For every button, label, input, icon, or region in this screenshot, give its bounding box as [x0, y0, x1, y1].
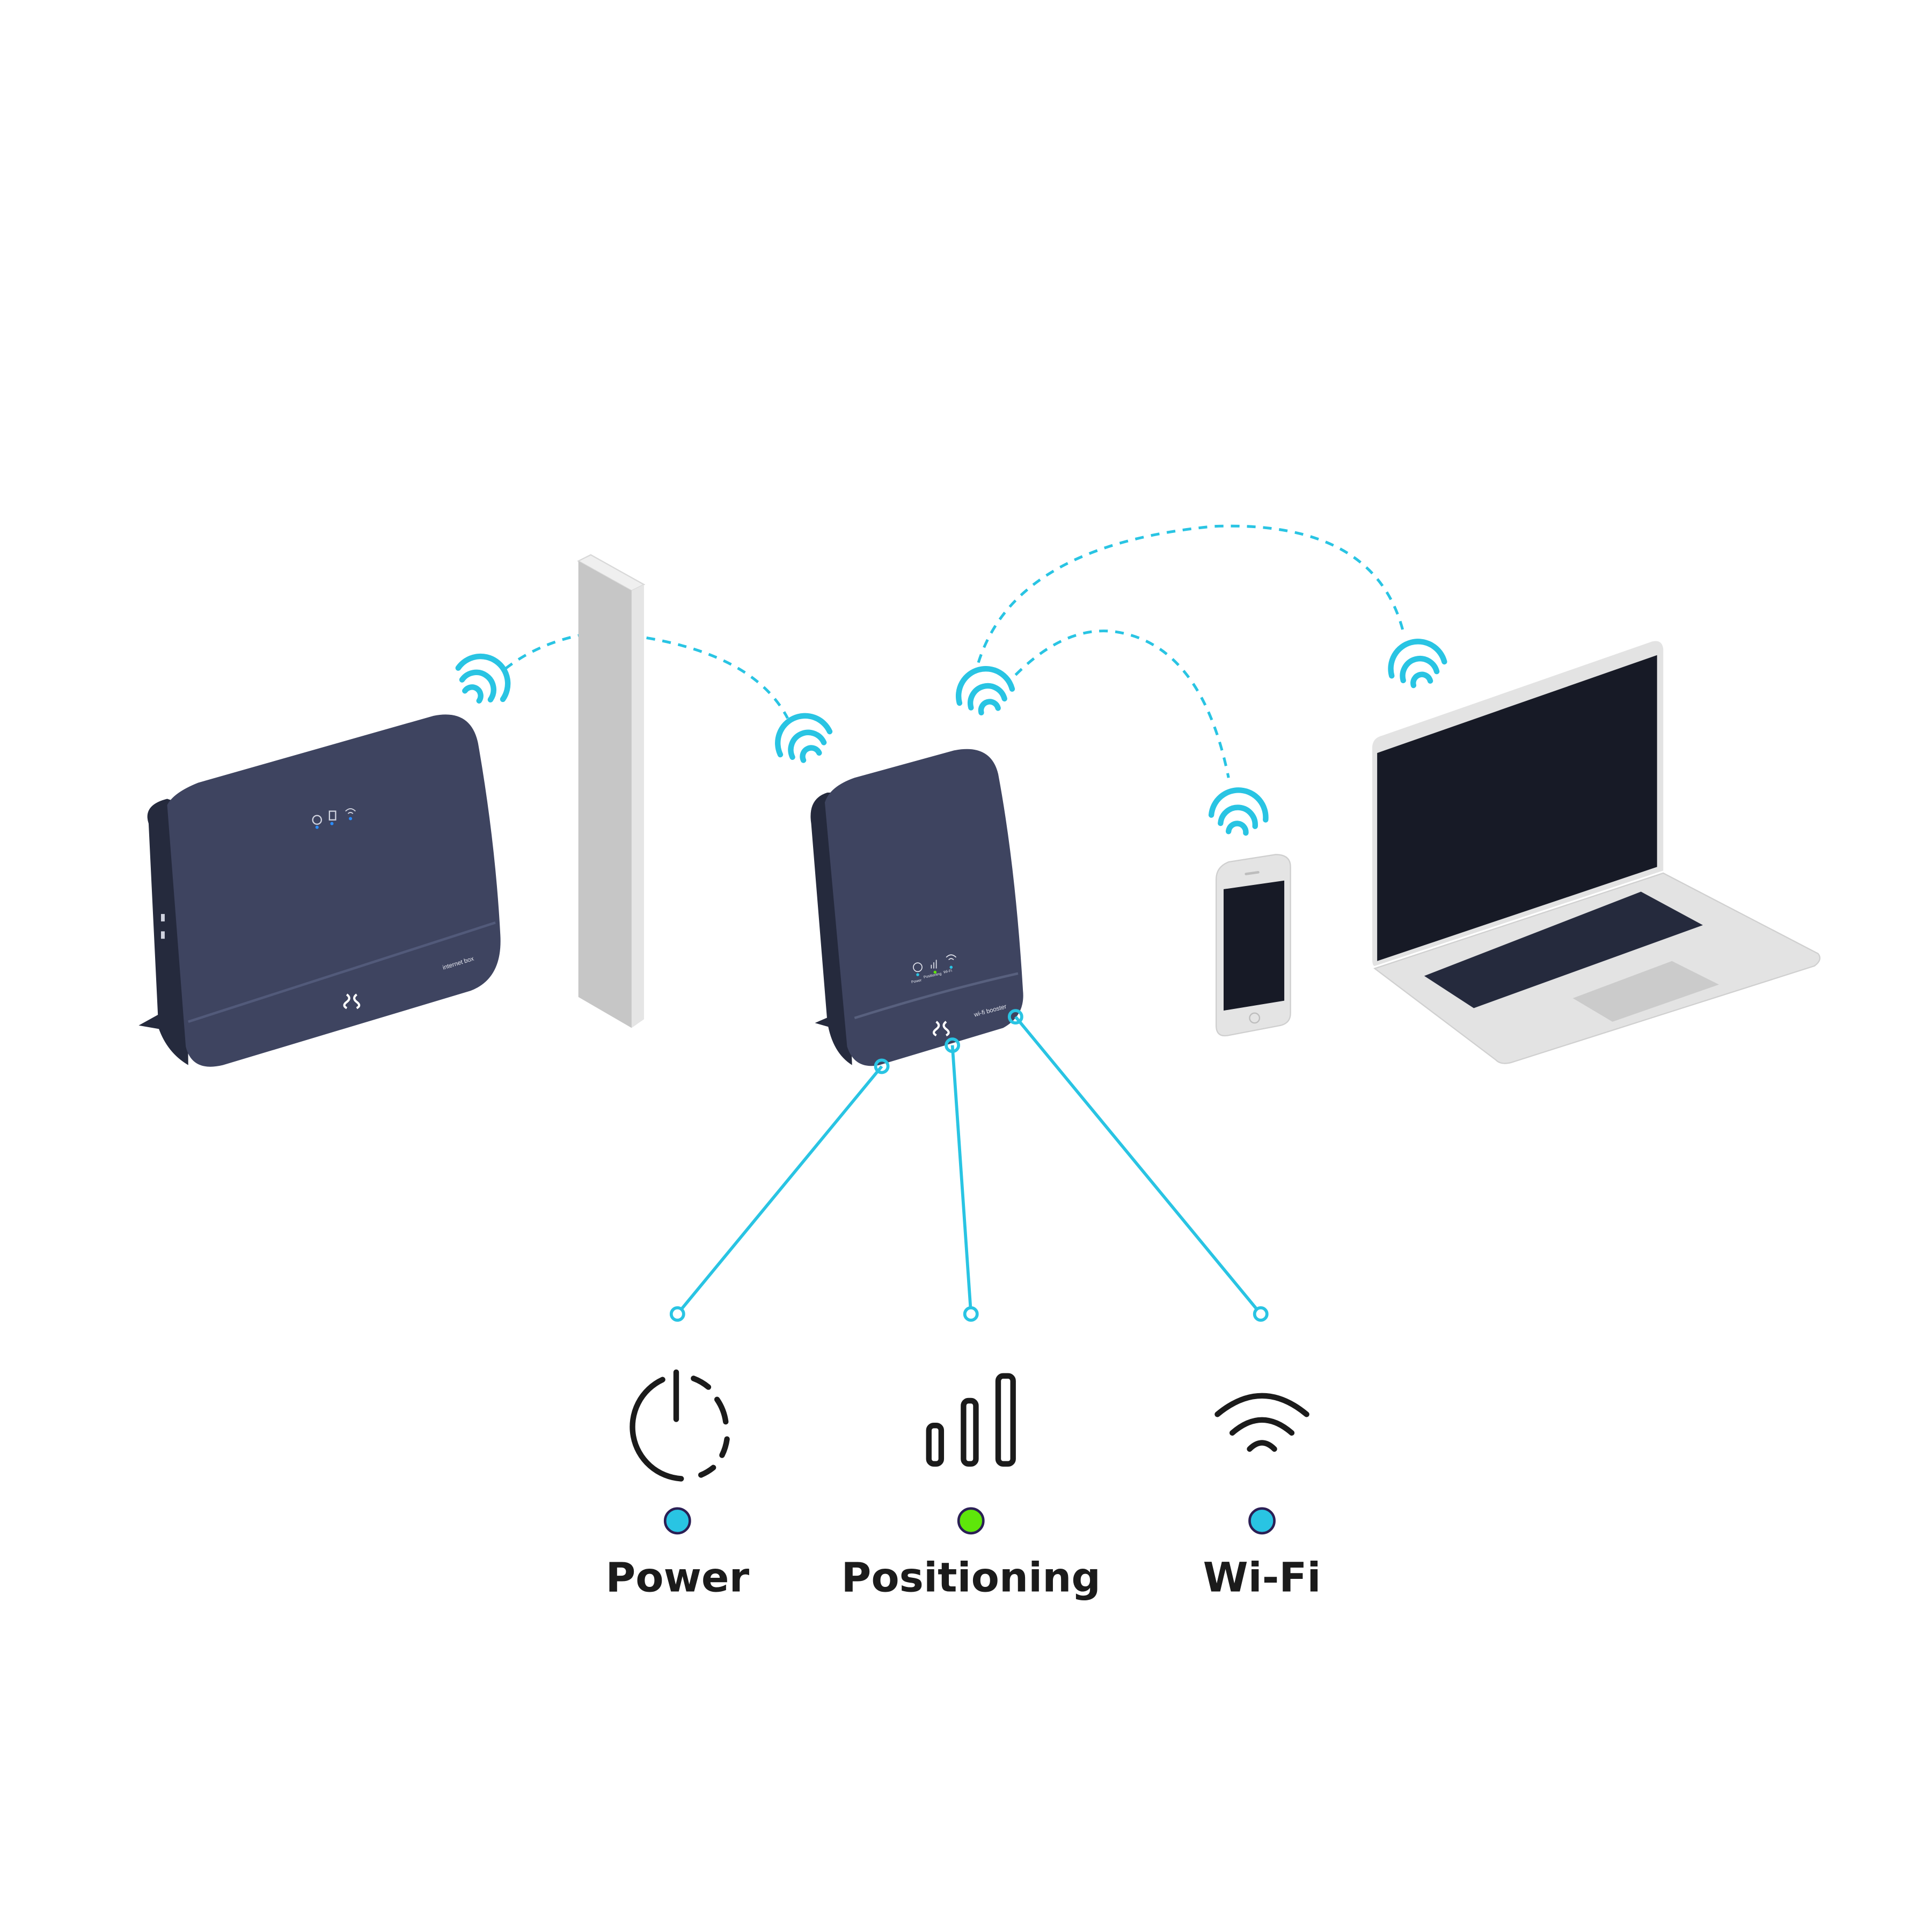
- wifi-wave-icon: [775, 713, 833, 763]
- callout-line-positioning: [950, 1045, 973, 1314]
- internet-box-seam: [188, 921, 496, 1023]
- internet-led: [315, 825, 319, 829]
- callout-end-wifi: [1253, 1306, 1269, 1322]
- legend-item-wifi: Wi-Fi: [1203, 1393, 1321, 1601]
- wifi-wave-icon: [1208, 787, 1269, 836]
- internet-box-front: [167, 714, 501, 1067]
- internet-box-ports: [161, 914, 165, 939]
- power-icon: [630, 1369, 730, 1482]
- laptop-touchpad: [1572, 961, 1719, 1022]
- status-dot-power: [663, 1507, 691, 1535]
- legend-label-power: Power: [605, 1553, 749, 1601]
- link-booster-to-laptop: [977, 524, 1405, 663]
- booster-front: [824, 749, 1023, 1066]
- booster-indicator-label-power: Power: [911, 978, 922, 984]
- legend-label-wifi: Wi-Fi: [1203, 1553, 1321, 1601]
- link-booster-to-phone: [1014, 630, 1230, 778]
- legend-item-power: Power: [605, 1369, 750, 1601]
- laptop-base: [1373, 872, 1821, 1064]
- callout-line-wifi: [1014, 1015, 1262, 1315]
- phone-speaker: [1245, 871, 1260, 875]
- phone-led: [330, 822, 334, 825]
- wall-side: [631, 584, 644, 1028]
- callout-line-power: [676, 1065, 883, 1315]
- laptop-device: [1372, 641, 1821, 1064]
- booster-indicator-label-wifi: Wi-Fi: [943, 969, 953, 975]
- wifi-wave-icon: [955, 665, 1015, 716]
- internet-box-indicators: [312, 808, 356, 829]
- internet-box-device: internet box: [138, 714, 501, 1067]
- callout-anchor-positioning: [945, 1037, 961, 1053]
- link-box-to-wall: [504, 630, 604, 670]
- wifi-icon: [1214, 1393, 1309, 1452]
- wifi-small-icon: [345, 808, 356, 814]
- link-wall-to-booster: [646, 636, 789, 719]
- laptop-keyboard: [1424, 891, 1703, 1008]
- booster-positioning-led: [933, 970, 937, 974]
- wifi-led: [349, 817, 353, 821]
- phone-home-button: [1249, 1012, 1261, 1024]
- callout-anchor-power: [874, 1058, 890, 1074]
- callout-end-power: [669, 1306, 685, 1322]
- smartphone-device: [1216, 854, 1291, 1037]
- callout-anchor-wifi: [1007, 1009, 1023, 1025]
- booster-power-icon: [913, 962, 923, 972]
- wifi-booster-device: Power Positioning Wi-Fi wi-fi booster: [810, 749, 1023, 1066]
- wall: [577, 554, 646, 1028]
- phone-screen: [1224, 880, 1285, 1011]
- callout-end-positioning: [963, 1306, 979, 1322]
- booster-indicators: [913, 954, 957, 972]
- booster-wifi-icon: [946, 954, 957, 961]
- callout-lines: [669, 1009, 1269, 1322]
- legend: Power Positioning Wi-Fi: [605, 1369, 1321, 1601]
- connection-lines: [504, 524, 1405, 778]
- legend-item-positioning: Positioning: [841, 1373, 1101, 1601]
- booster-signal-icon: [931, 960, 937, 969]
- status-dot-positioning: [957, 1507, 985, 1535]
- phone-icon: [328, 810, 336, 821]
- brand-logo-icon: [343, 993, 361, 1009]
- legend-label-positioning: Positioning: [841, 1553, 1101, 1601]
- wifi-waves: [455, 639, 1447, 836]
- internet-icon: [312, 815, 322, 825]
- wifi-wave-icon: [1388, 639, 1447, 689]
- laptop-screen: [1377, 655, 1657, 961]
- wall-face: [578, 561, 632, 1028]
- wifi-wave-icon: [455, 653, 511, 704]
- booster-seam: [854, 972, 1019, 1020]
- signal-bars-icon: [926, 1373, 1016, 1467]
- brand-logo-icon: [932, 1021, 950, 1037]
- status-dot-wifi: [1248, 1507, 1276, 1535]
- booster-wifi-led: [949, 965, 953, 969]
- booster-power-led: [916, 973, 919, 976]
